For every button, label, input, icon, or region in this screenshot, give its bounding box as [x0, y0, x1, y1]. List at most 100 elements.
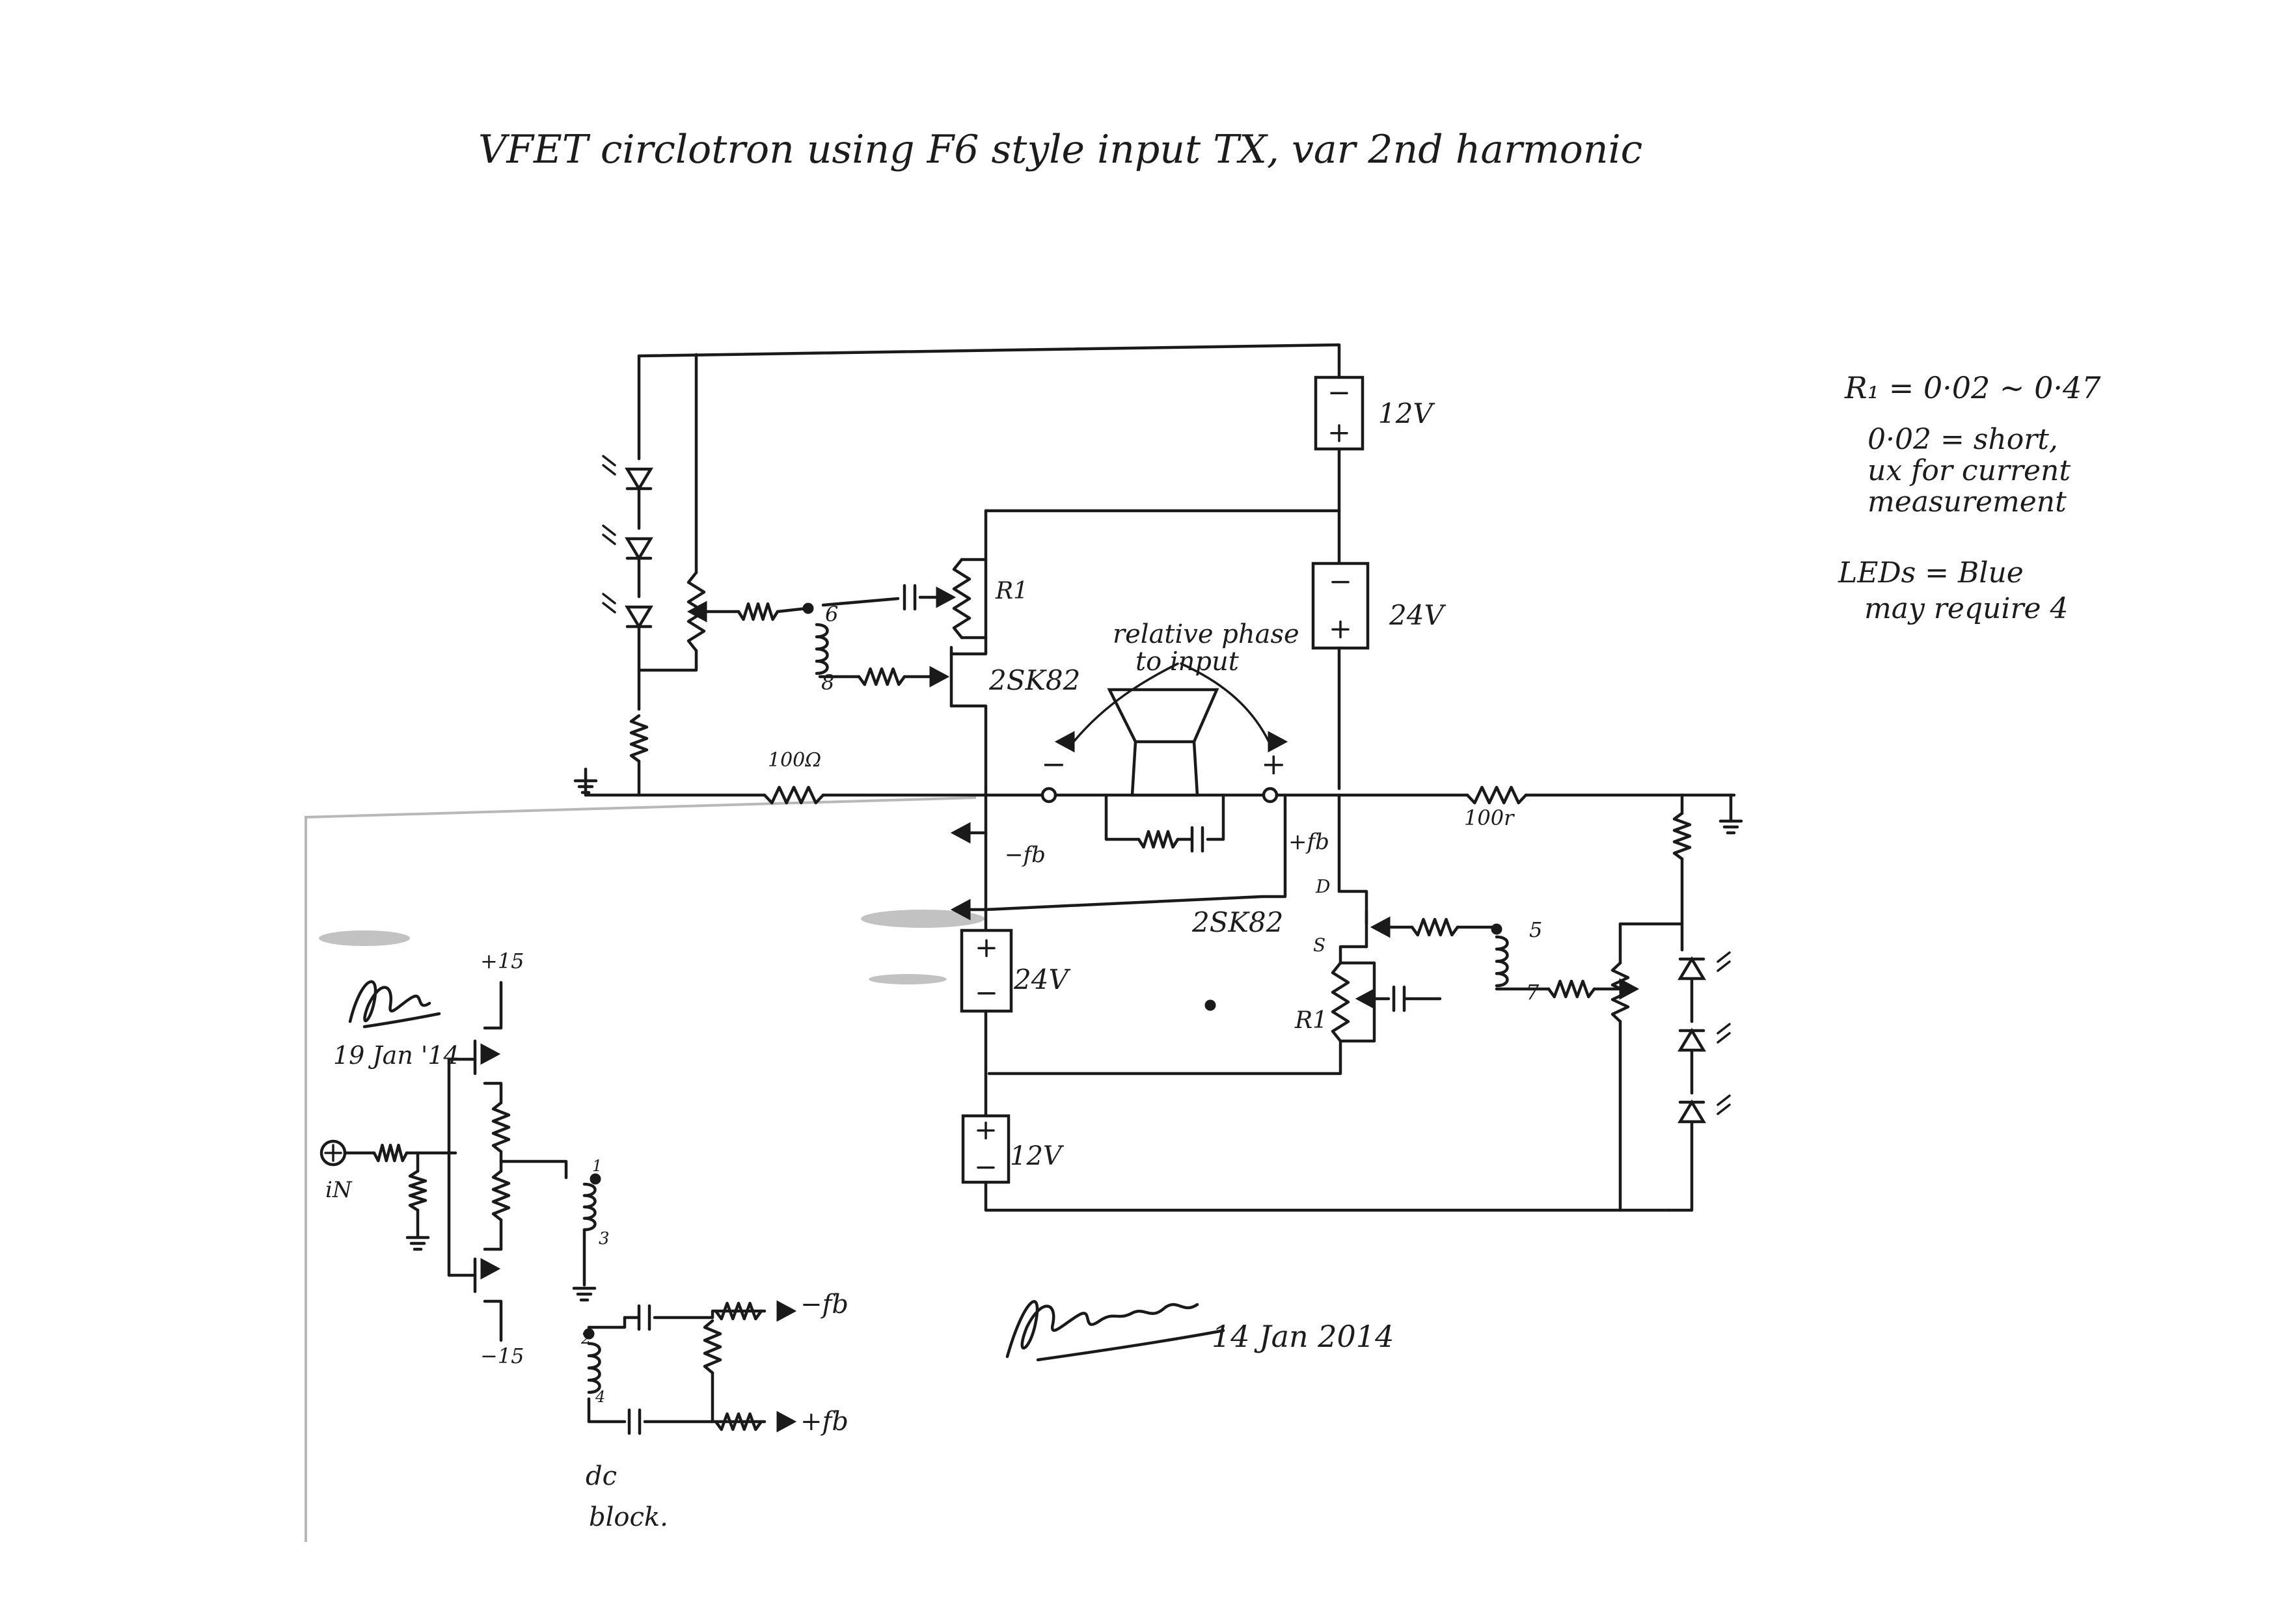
label-phase-1: relative phase: [1113, 619, 1299, 649]
wire-mid-to-tx: [499, 1159, 568, 1180]
phase-arrowhead-right: [1268, 731, 1288, 753]
circuit-labels: 12V 24V 24V 12V R1 R1 2SK82 2SK82 6 8 5 …: [768, 398, 1542, 1171]
wire-bottom-rail: [984, 1180, 1671, 1212]
led-bottom-3-rays-ray-a: [1717, 1094, 1731, 1106]
label-top-12v: 12V: [1378, 398, 1435, 429]
label-minus-15: −15: [480, 1344, 524, 1368]
label-plus-fb: +fb: [1288, 829, 1329, 855]
wire-led-string-bottom-top: [1618, 922, 1684, 952]
led-top-1-rays-ray-b: [602, 464, 616, 476]
resistor-pot-bottom-series: [1547, 979, 1596, 999]
wire-jfet-top-source: [949, 636, 988, 656]
resistor-upper-source: [491, 1101, 511, 1154]
label-speaker-plus: +: [1261, 746, 1286, 781]
resistor-pot-series: [737, 602, 780, 621]
led-top-3-rays-ray-b: [602, 602, 616, 614]
phase-arrow-left: [1072, 662, 1179, 743]
wire-upper-drain: [483, 981, 503, 1030]
inset-labels: +15 −15 iN 1 3 2 4 −fb +fb dc block. 19 …: [325, 949, 849, 1532]
pot-bottom-bias: [1610, 961, 1630, 1023]
led-bottom-2: [1678, 1027, 1706, 1052]
wire-led-string-bottom-bottom: [1667, 1120, 1694, 1212]
transformer-input-secondary: [587, 1342, 601, 1394]
wire-plus-fb-tap: [984, 793, 1287, 912]
mark-smudge-dot: [1204, 999, 1216, 1011]
led-top-1-rays-ray-a: [602, 455, 616, 467]
resistor-100r-right: [1465, 785, 1528, 805]
terminal-speaker-minus: [1040, 787, 1057, 804]
wire-jfet-bottom-source: [1338, 945, 1368, 965]
resistor-out-plus-fb: [714, 1412, 763, 1431]
led-bottom-2-rays-ray-a: [1717, 1023, 1731, 1035]
note-r1-short-2: ux for current: [1868, 454, 2071, 487]
led-bottom-1-rays-ray-b: [1717, 960, 1731, 972]
arrow-minus-fb: [950, 822, 971, 844]
dot-tx-2: [583, 1328, 595, 1340]
resistor-r1-top: [952, 558, 971, 640]
label-bottom-12v: 12V: [1010, 1141, 1065, 1171]
wire-lower-fb-tap: [968, 831, 988, 912]
label-date-inset: 19 Jan '14: [333, 1041, 459, 1070]
page-title: VFET circlotron using F6 style input TX,…: [478, 127, 1642, 172]
resistor-out-minus-fb: [714, 1301, 763, 1321]
led-top-2-rays-ray-b: [602, 534, 616, 545]
notes-block: R₁ = 0·02 ~ 0·47 0·02 = short, ux for cu…: [1838, 370, 2101, 625]
signature-main: [1005, 1300, 1225, 1362]
resistor-dc-block: [703, 1319, 722, 1375]
led-bottom-1-rays-ray-a: [1717, 951, 1731, 963]
label-phase-2: to input: [1135, 647, 1240, 677]
mosfet-upper-arrow: [480, 1043, 501, 1065]
note-r1-short-1: 0·02 = short,: [1868, 423, 2058, 456]
led-bottom-3: [1678, 1099, 1706, 1124]
resistor-gate-bottom: [1410, 917, 1460, 937]
note-leds-2: may require 4: [1864, 592, 2069, 625]
wire-to-tap-6: [776, 606, 809, 614]
label-tap-6: 6: [825, 602, 838, 627]
wire-cap-upper-out: [653, 1309, 767, 1320]
wire-jfet-bottom-drain: [1337, 793, 1368, 926]
wire-tap-6-cap: [821, 597, 900, 607]
label-minus-fb: −fb: [1005, 842, 1046, 868]
phase-arrow-right: [1180, 662, 1270, 743]
label-jfet-top: 2SK82: [988, 664, 1080, 696]
arrow-gate-top: [929, 666, 950, 688]
arrow-r1-top: [936, 586, 957, 608]
wire-zobel-left: [1104, 793, 1141, 841]
label-date-main: 14 Jan 2014: [1212, 1319, 1394, 1354]
led-top-2-rays-ray-a: [602, 524, 616, 536]
label-tap-8: 8: [821, 670, 834, 695]
resistor-lower-source: [491, 1169, 511, 1222]
wire-secondary-top: [587, 1316, 627, 1329]
scan-smudges: [319, 910, 985, 984]
dot-tap-5: [1491, 923, 1502, 935]
led-top-2: [625, 537, 653, 562]
label-out-plus-fb: +fb: [800, 1407, 849, 1437]
wire-r1-bottom-frame: [1338, 961, 1376, 1043]
arrow-gate-bottom: [1370, 916, 1391, 938]
label-dc: dc: [586, 1461, 617, 1491]
circuit-wiring: [319, 343, 1743, 1435]
label-tap-5: 5: [1529, 917, 1542, 942]
resistor-input-series: [372, 1143, 409, 1163]
arrow-out-minus-fb: [776, 1300, 797, 1322]
label-source: S: [1313, 934, 1325, 956]
phase-arrowhead-left: [1054, 731, 1075, 753]
transformer-top-winding: [815, 623, 829, 675]
inset-paper-outline: [305, 796, 977, 1542]
resistor-input-shunt: [408, 1169, 428, 1212]
label-tap-7: 7: [1526, 980, 1540, 1005]
resistor-led-bottom: [1672, 811, 1692, 861]
label-out-minus-fb: −fb: [800, 1290, 849, 1320]
label-res-100r: 100Ω: [768, 749, 821, 772]
label-top-24v: 24V: [1389, 599, 1446, 631]
mosfet-lower-arrow: [480, 1258, 501, 1280]
wire-r1-top-frame: [960, 558, 988, 640]
label-jfet-bottom: 2SK82: [1191, 906, 1283, 938]
label-block: block.: [589, 1502, 668, 1532]
led-top-1: [625, 467, 653, 492]
wire-upper-source: [483, 1081, 503, 1105]
label-drain: D: [1315, 876, 1330, 897]
wire-pot-top-lower: [637, 649, 698, 672]
label-plus-15: +15: [480, 949, 524, 973]
